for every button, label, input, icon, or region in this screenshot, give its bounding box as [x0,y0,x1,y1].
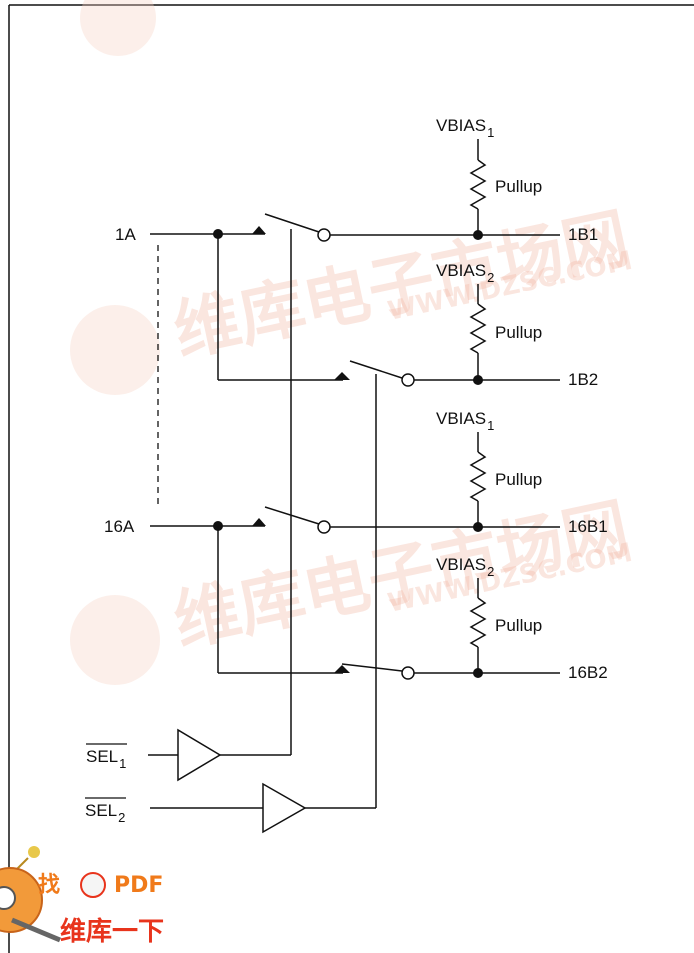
resistor-icon [469,303,487,354]
input-label-16a: 16A [104,517,135,536]
pullup-label-3: Pullup [495,470,542,489]
select-label-2: SEL2 [85,797,126,825]
switch-pivot-icon [401,373,415,387]
vbias-label-2: VBIAS2 [436,261,494,285]
pdf-icon [80,872,106,898]
pullup-resistor-2 [469,284,487,380]
input-label-1a: 1A [115,225,136,244]
switch-pivot-icon [401,666,415,680]
watermark: 维库电子市场网 维库电子市场网 WWW.DZSC.COM WWW.DZSC.CO… [70,0,635,685]
switch-blade [264,506,320,525]
svg-text:SEL2: SEL2 [85,801,125,825]
switch-blade [264,213,320,233]
pdf-badge[interactable]: 找 PDF 维库一下 [0,846,164,947]
magnifier-icon [0,886,16,910]
switch-blade [349,360,403,379]
resistor-icon [469,451,487,502]
pullup-label-2: Pullup [495,323,542,342]
switch-pivot-icon [317,520,331,534]
pullup-resistor-1 [469,139,487,235]
badge-search-text: 维库一下 [60,916,164,947]
pullup-resistor-4 [469,578,487,673]
output-label-16b2: 16B2 [568,663,608,682]
resistor-icon [469,159,487,210]
vbias-label-4: VBIAS2 [436,555,494,579]
switch-blade [341,663,403,672]
mascot-icon [0,867,43,933]
output-label-1b1: 1B1 [568,225,598,244]
select-label-1: SEL1 [86,743,127,771]
pullup-resistor-3 [469,432,487,527]
badge-pdf-text: PDF [114,873,163,898]
switch-contact-icon [252,518,266,526]
vbias-label-3: VBIAS1 [436,409,494,433]
switch-contact-icon [252,226,266,234]
switch-pivot-icon [317,228,331,242]
pullup-label-4: Pullup [495,616,542,635]
resistor-icon [469,597,487,648]
buffer-icon [177,728,222,782]
svg-text:SEL1: SEL1 [86,747,126,771]
select-1-path [148,229,292,782]
buffer-icon [262,782,307,834]
switch-contact-icon [334,372,350,380]
output-label-16b1: 16B1 [568,517,608,536]
switch-contact-icon [334,665,350,673]
output-label-1b2: 1B2 [568,370,598,389]
antenna-ball-icon [28,846,40,858]
pullup-label-1: Pullup [495,177,542,196]
vbias-label-1: VBIAS1 [436,116,494,140]
badge-find-text: 找 [38,873,60,898]
select-2-path [150,374,377,834]
